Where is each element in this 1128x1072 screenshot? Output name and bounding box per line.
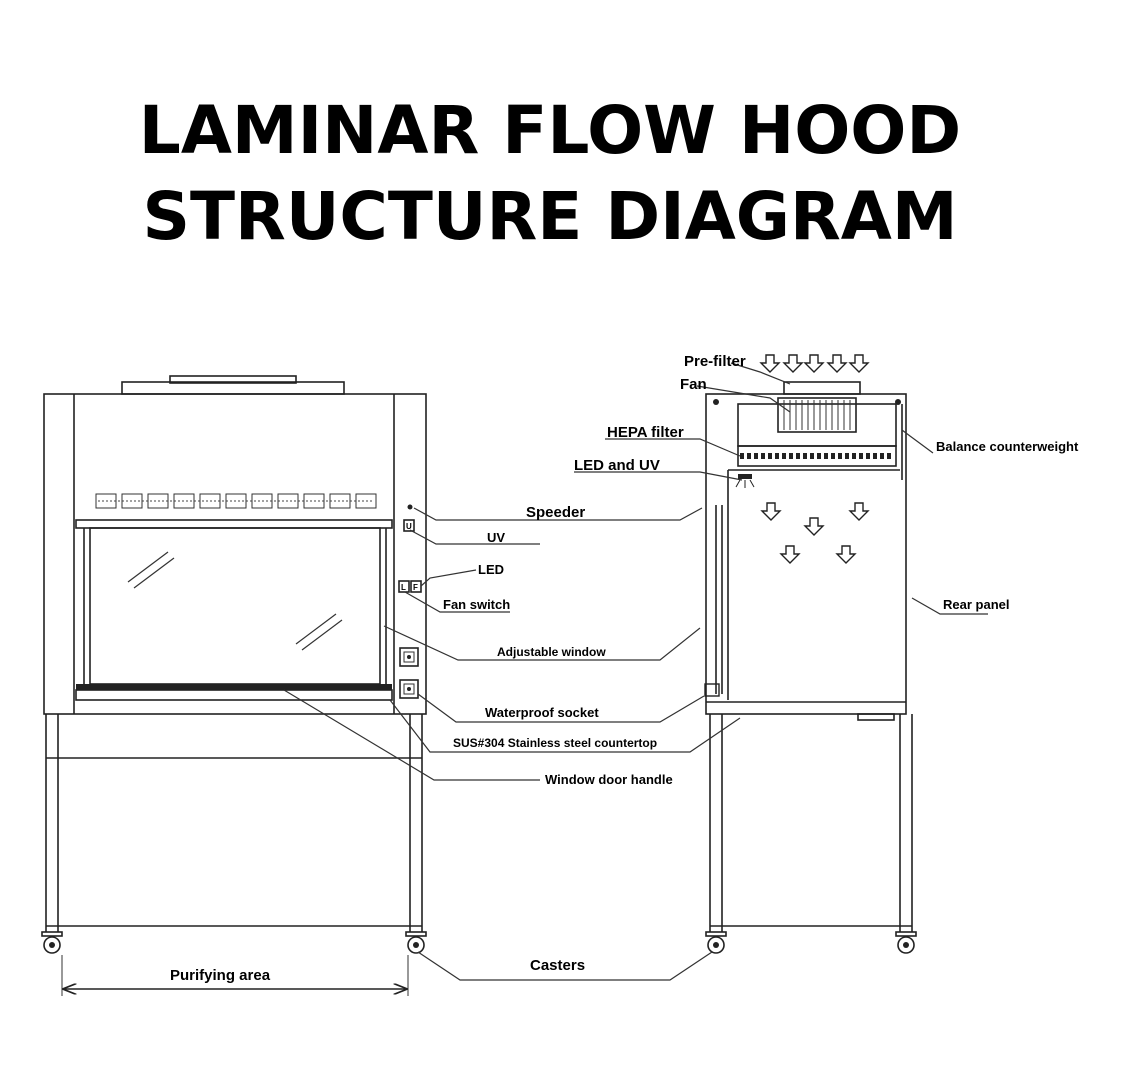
glass-glint	[127, 551, 343, 651]
label-fan-switch: Fan switch	[443, 597, 510, 612]
socket-icon-lower	[399, 679, 419, 699]
uv-switch-mark: U	[406, 522, 412, 531]
label-rear-panel: Rear panel	[943, 597, 1009, 612]
label-adjustable-window: Adjustable window	[497, 645, 606, 659]
label-led-and-uv: LED and UV	[574, 457, 660, 474]
diagram-title: LAMINAR FLOW HOOD STRUCTURE DIAGRAM	[0, 88, 1100, 260]
title-line-2: STRUCTURE DIAGRAM	[142, 178, 958, 255]
caster-front-right-icon	[405, 931, 427, 954]
front-stand	[45, 714, 423, 932]
label-purifying-area: Purifying area	[170, 967, 271, 984]
label-window-door-handle: Window door handle	[545, 772, 673, 787]
front-cabinet	[43, 393, 427, 715]
uv-switch-icon[interactable]	[403, 519, 415, 532]
label-balance-counterweight: Balance counterweight	[936, 439, 1079, 454]
side-cabinet	[705, 393, 907, 715]
title-line-1: LAMINAR FLOW HOOD	[138, 92, 962, 169]
side-view	[704, 354, 917, 954]
side-window	[704, 470, 729, 700]
side-stand	[709, 714, 913, 932]
label-casters: Casters	[530, 957, 585, 974]
front-view: U L F	[41, 375, 427, 996]
caster-side-right-icon	[895, 931, 917, 954]
leader-lines	[283, 362, 988, 981]
led-switch-icon[interactable]	[398, 580, 410, 593]
label-fan: Fan	[680, 376, 707, 393]
led-switch-mark: L	[401, 583, 406, 592]
label-uv: UV	[487, 530, 505, 545]
label-pre-filter: Pre-filter	[684, 353, 746, 370]
label-waterproof-socket: Waterproof socket	[485, 705, 599, 720]
caster-front-left-icon	[41, 931, 63, 954]
window-door-handle-bar	[76, 684, 392, 690]
label-hepa-filter: HEPA filter	[607, 424, 684, 441]
socket-icon-upper	[399, 647, 419, 667]
fan-switch-icon[interactable]	[410, 580, 422, 593]
pre-filter-block	[783, 381, 861, 395]
adjustable-window-glass	[89, 527, 381, 685]
window-top-rail	[75, 519, 393, 529]
front-top-cap-upper	[169, 375, 297, 384]
hepa-filter-icon	[737, 445, 897, 467]
fan-icon	[777, 397, 857, 433]
airflow-arrows	[759, 354, 870, 564]
label-speeder: Speeder	[526, 504, 585, 521]
plenum	[737, 403, 897, 447]
countertop	[75, 689, 393, 701]
led-uv-lamp-icon	[735, 474, 755, 488]
label-countertop: SUS#304 Stainless steel countertop	[453, 736, 657, 750]
label-led: LED	[478, 562, 504, 577]
vent-grille	[95, 493, 377, 509]
speeder-knob-icon[interactable]	[407, 504, 413, 510]
purifying-area-dimension	[61, 955, 409, 996]
fan-switch-mark: F	[413, 583, 418, 592]
caster-side-left-icon	[705, 931, 727, 954]
